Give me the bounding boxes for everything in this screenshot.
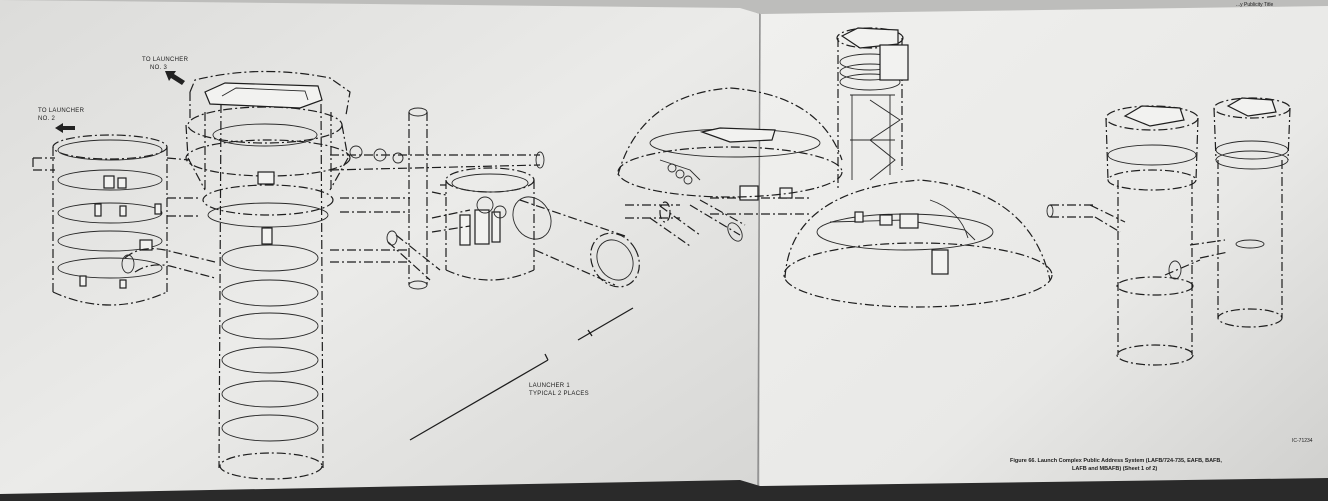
arrow-up-left-icon [165,71,185,85]
top-edge [0,0,1328,14]
lower-dome [783,179,1053,308]
launcher-1-label: LAUNCHER 1 TYPICAL 2 PLACES [529,383,589,397]
right-silo-large [1105,105,1201,366]
central-conduits [329,145,545,263]
sheet-fold [757,0,761,501]
pipe-left-end [32,157,55,171]
middle-tank [431,167,535,281]
to-launcher-3-label: TO LAUNCHER NO. 3 [142,57,190,71]
left-bent-pipe [121,157,216,279]
bottom-edge-shadow [0,478,1328,501]
to-launcher-2-group: TO LAUNCHER NO. 2 [38,108,86,133]
angled-tube [512,196,640,288]
figure-caption: Figure 66. Launch Complex Public Address… [1010,458,1223,472]
to-launcher-3-group: TO LAUNCHER NO. 3 [142,57,190,85]
paper-right-sheet [760,0,1328,501]
upper-dome [617,87,843,198]
to-launcher-2-label: TO LAUNCHER NO. 2 [38,108,86,122]
arrow-left-icon [55,123,75,133]
central-silo [185,70,351,480]
right-conduit [1046,204,1126,233]
right-silo-small [1189,97,1291,328]
tower [836,27,909,190]
drawing-number: IC-71234 [1292,438,1313,444]
launcher-1-group: LAUNCHER 1 TYPICAL 2 PLACES [409,307,634,441]
left-silo [52,134,168,306]
header-fragment: ...y Publicity Title [1236,2,1273,8]
vertical-pole [386,107,441,290]
paper-left-sheet [0,0,760,501]
